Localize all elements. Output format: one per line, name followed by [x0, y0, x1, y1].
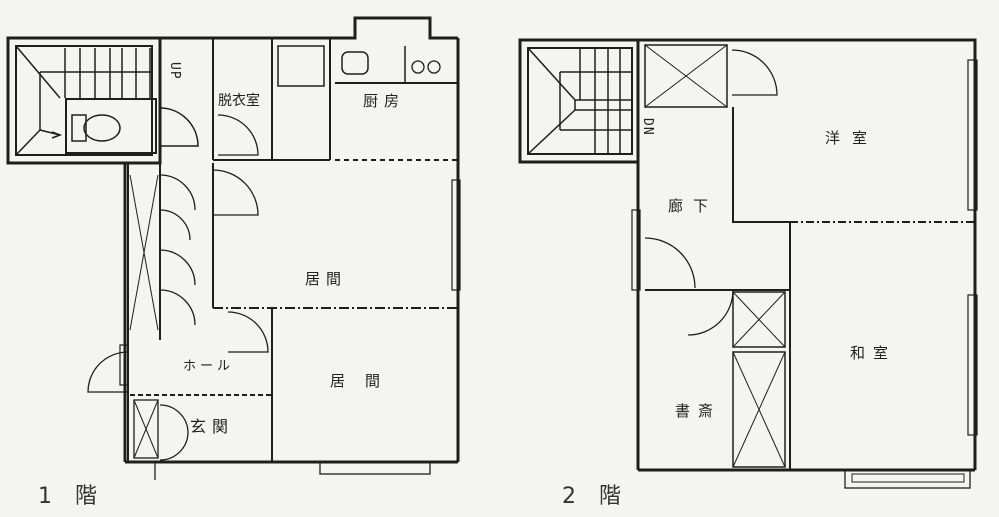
floor2-walls — [518, 38, 978, 489]
room-hall-label: ホール — [183, 359, 235, 374]
floor2-title: 2 階 — [562, 484, 629, 509]
stair-down-label: DN — [640, 118, 655, 136]
stair-up-label: UP — [167, 62, 182, 80]
room-study-label: 書斎 — [675, 402, 722, 420]
room-corridor-label: 廊下 — [668, 197, 719, 215]
room-living2-label: 居間 — [330, 372, 401, 390]
floor1-title: 1 階 — [38, 484, 105, 509]
room-dressing-label: 脱衣室 — [218, 93, 260, 109]
room-living-label: 居間 — [305, 270, 348, 288]
floor1-walls — [6, 16, 461, 480]
room-japanese-label: 和室 — [850, 344, 897, 362]
room-kitchen-label: 厨房 — [363, 92, 406, 110]
room-entrance-label: 玄関 — [190, 417, 235, 436]
room-western-label: 洋室 — [825, 129, 880, 147]
